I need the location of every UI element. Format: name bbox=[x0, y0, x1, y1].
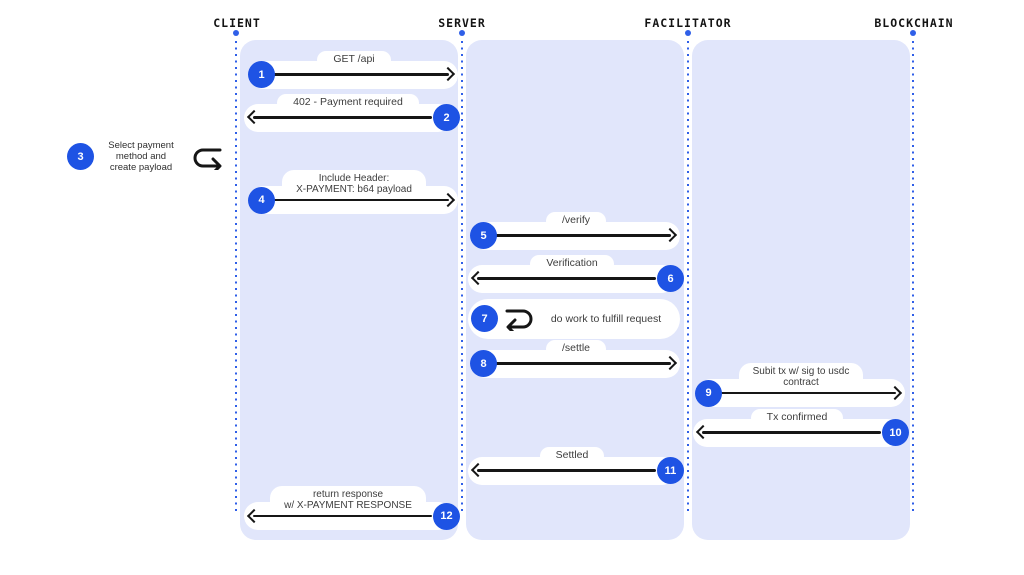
step-badge: 12 bbox=[433, 502, 460, 530]
step-badge: 1 bbox=[248, 61, 275, 89]
message-12: return response w/ X-PAYMENT RESPONSE 12 bbox=[244, 486, 460, 530]
message-11: Settled 11 bbox=[468, 447, 684, 485]
message-label: GET /api bbox=[317, 51, 391, 69]
arrowhead-left-icon bbox=[246, 109, 262, 125]
arrow-line bbox=[492, 362, 671, 365]
step-badge: 2 bbox=[433, 104, 460, 132]
step-badge: 5 bbox=[470, 222, 497, 250]
arrow-line bbox=[492, 234, 671, 237]
loop-arrow-right-icon bbox=[193, 148, 222, 170]
lifeline-blockchain bbox=[912, 41, 914, 512]
arrow-line bbox=[477, 277, 656, 280]
message-label: Tx confirmed bbox=[750, 409, 844, 427]
step-badge: 6 bbox=[657, 265, 684, 293]
message-4: Include Header: X-PAYMENT: b64 payload 4 bbox=[248, 170, 458, 214]
actor-label-client: CLIENT bbox=[213, 16, 261, 30]
message-label: Verification bbox=[530, 255, 614, 273]
step-badge: 10 bbox=[882, 419, 909, 447]
arrow-line bbox=[253, 514, 432, 518]
arrow-line bbox=[717, 391, 896, 395]
self-message-7: 7 do work to fulfill request bbox=[468, 299, 680, 339]
message-label: do work to fulfill request bbox=[550, 313, 662, 325]
loop-arrow-left-icon bbox=[505, 309, 533, 331]
arrow-line bbox=[702, 431, 881, 434]
lifeline-dot-server bbox=[459, 30, 465, 36]
message-label: Select payment method and create payload bbox=[108, 139, 174, 174]
arrowhead-left-icon bbox=[246, 508, 262, 523]
message-8: /settle 8 bbox=[470, 340, 680, 378]
message-5: /verify 5 bbox=[470, 212, 680, 250]
lifeline-facilitator bbox=[687, 41, 689, 512]
arrow-line bbox=[270, 198, 449, 202]
arrow-line bbox=[253, 116, 432, 119]
lifeline-dot-facilitator bbox=[685, 30, 691, 36]
arrowhead-right-icon bbox=[887, 385, 903, 400]
arrowhead-right-icon bbox=[662, 227, 678, 243]
lifeline-dot-client bbox=[233, 30, 239, 36]
actor-label-server: SERVER bbox=[438, 16, 486, 30]
message-label: /verify bbox=[545, 212, 606, 230]
step-badge: 9 bbox=[695, 379, 722, 407]
step-badge: 4 bbox=[248, 186, 275, 214]
message-1: GET /api 1 bbox=[248, 51, 458, 89]
message-10: Tx confirmed 10 bbox=[693, 409, 909, 447]
arrowhead-right-icon bbox=[440, 66, 456, 82]
step-badge: 7 bbox=[471, 305, 498, 332]
actor-label-blockchain: BLOCKCHAIN bbox=[874, 16, 954, 30]
message-label: 402 - Payment required bbox=[277, 94, 419, 112]
arrowhead-left-icon bbox=[695, 424, 711, 440]
self-note-3: 3 Select payment method and create paylo… bbox=[62, 134, 232, 179]
arrowhead-left-icon bbox=[470, 462, 486, 478]
message-6: Verification 6 bbox=[468, 255, 684, 293]
arrow-line bbox=[477, 469, 656, 472]
message-label: Include Header: X-PAYMENT: b64 payload bbox=[282, 170, 426, 198]
lane-facilitator-blockchain bbox=[692, 40, 910, 540]
step-badge: 8 bbox=[470, 350, 497, 378]
arrowhead-left-icon bbox=[470, 270, 486, 286]
step-badge: 3 bbox=[67, 143, 94, 170]
message-9: Subit tx w/ sig to usdc contract 9 bbox=[695, 363, 905, 407]
lifeline-dot-blockchain bbox=[910, 30, 916, 36]
lifeline-client bbox=[235, 41, 237, 512]
arrowhead-right-icon bbox=[440, 192, 456, 207]
message-2: 402 - Payment required 2 bbox=[244, 94, 460, 132]
message-label: return response w/ X-PAYMENT RESPONSE bbox=[270, 486, 426, 514]
message-label: Settled bbox=[539, 447, 605, 465]
step-badge: 11 bbox=[657, 457, 684, 485]
arrowhead-right-icon bbox=[662, 355, 678, 371]
actor-label-facilitator: FACILITATOR bbox=[644, 16, 732, 30]
message-label: Subit tx w/ sig to usdc contract bbox=[738, 363, 864, 391]
message-label: /settle bbox=[545, 340, 606, 358]
lifeline-server bbox=[461, 41, 463, 512]
arrow-line bbox=[270, 73, 449, 76]
